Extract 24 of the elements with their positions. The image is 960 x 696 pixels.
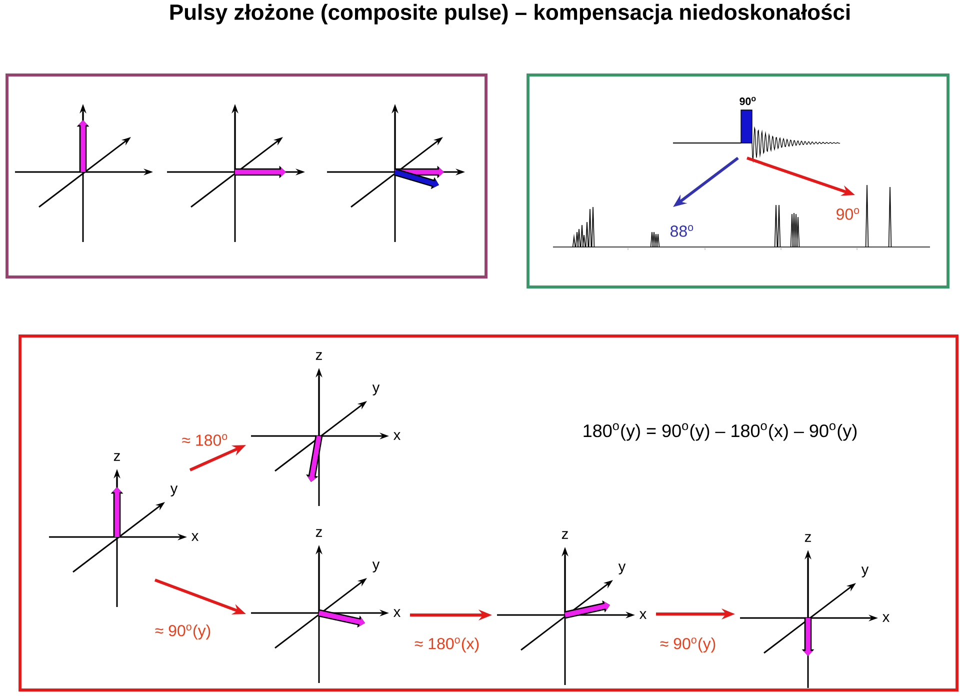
axis-label: x — [394, 432, 400, 440]
edge-label: ≈ 90$^{o}$(y) — [658, 636, 718, 654]
title: Pulsy złożone (composite pulse) – kompensacja niedoskonałości — [170, 4, 850, 24]
axis-label: z — [316, 529, 322, 537]
axis-label: x — [882, 614, 890, 622]
axis-label: z — [316, 352, 322, 360]
axis-label: x — [394, 609, 400, 617]
edge-label: ≈ 180$^{o}$(x) — [413, 636, 481, 654]
axis-label: x — [640, 611, 647, 619]
edge-label: 90$^{o}$ — [834, 206, 862, 222]
axis-label: y — [618, 564, 626, 574]
equation: 180$^{o}$(y) = 90$^{o}$(y) – 180$^{o}$(x) – 90$^{o}$(y) — [584, 423, 857, 441]
axis-label: z — [562, 531, 568, 539]
pulse-label: 90$^{o}$ — [740, 96, 756, 106]
axis-label: y — [372, 562, 380, 572]
axis-label: y — [170, 486, 178, 496]
axis-label: x — [192, 533, 198, 541]
axis-label: z — [114, 453, 120, 461]
edge-label: ≈ 180$^{o}$ — [180, 432, 230, 448]
edge-label: 88$^{o}$ — [668, 224, 696, 238]
axis-label: y — [372, 384, 380, 396]
edge-label: ≈ 90$^{o}$(y) — [154, 623, 212, 641]
axis-label: y — [861, 566, 869, 578]
axis-label: z — [804, 534, 811, 542]
